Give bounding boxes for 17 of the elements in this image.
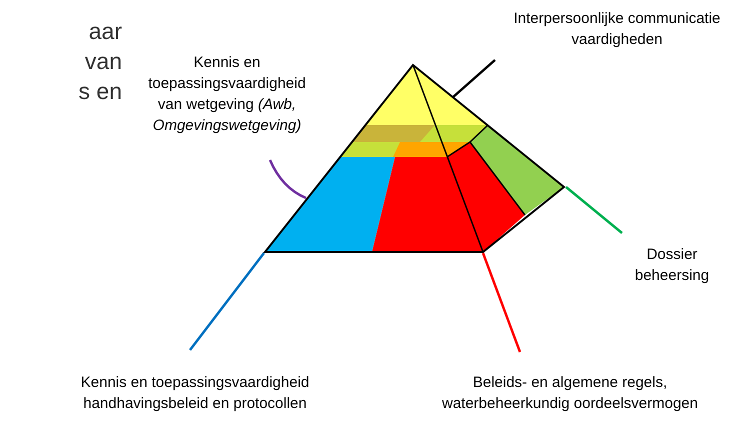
leader-line	[268, 159, 307, 200]
cut-off-text: van	[84, 47, 122, 76]
interpersonal-skills-label: Interpersoonlijke communicatie vaardigheden	[512, 8, 722, 50]
pyramid-face	[372, 142, 525, 252]
leader-line	[451, 59, 496, 99]
cut-off-text: s en	[78, 77, 122, 106]
pyramid-face	[470, 125, 564, 215]
enforcement-policy-label: Kennis en toepassingsvaardigheid handhavingsbeleid en protocollen	[70, 372, 320, 414]
cut-off-text: aar	[88, 17, 122, 46]
pyramid-top	[365, 65, 488, 125]
pyramid-face	[265, 157, 395, 252]
dossier-management-label: Dossier beheersing	[622, 244, 722, 286]
policy-rules-label: Beleids- en algemene regels, waterbeheerkundig oordeelsvermogen	[430, 372, 710, 414]
legislation-knowledge-label: Kennis en toepassingsvaardigheid van wetgeving (Awb, Omgevingswetgeving)	[136, 52, 318, 136]
leader-line	[189, 252, 265, 351]
leader-line	[565, 186, 623, 234]
leader-line	[482, 252, 522, 352]
